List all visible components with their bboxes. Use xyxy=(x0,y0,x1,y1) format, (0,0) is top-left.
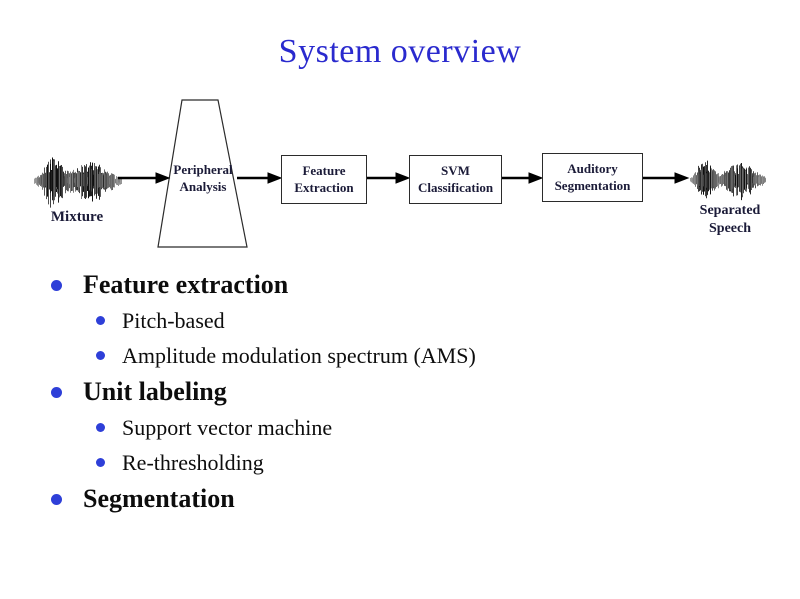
page-title: System overview xyxy=(278,33,522,70)
auditory-segmentation-box: Auditory Segmentation xyxy=(542,153,643,202)
separated-speech-waveform-icon xyxy=(690,160,766,201)
bullet-list: Feature extraction Pitch-based Amplitude… xyxy=(0,266,780,517)
list-item: Amplitude modulation spectrum (AMS) xyxy=(0,338,780,373)
mixture-label: Mixture xyxy=(50,209,104,225)
arrow-peripheral-to-feature xyxy=(237,172,283,184)
bullet-label: Support vector machine xyxy=(122,415,333,440)
flow-arrows xyxy=(118,172,690,184)
bullet-label: Amplitude modulation spectrum (AMS) xyxy=(122,343,476,368)
peripheral-analysis-trapezoid xyxy=(157,99,248,248)
bullet-icon xyxy=(51,387,62,398)
mixture-waveform-icon xyxy=(34,157,122,208)
list-item: Support vector machine xyxy=(0,410,780,445)
svm-classification-box: SVM Classification xyxy=(409,155,502,204)
bullet-label: Re-thresholding xyxy=(122,450,264,475)
system-flow-diagram: Peripheral Analysis Feature Extraction S… xyxy=(0,90,800,255)
bullet-icon xyxy=(51,494,62,505)
bullet-icon xyxy=(51,280,62,291)
feature-extraction-box: Feature Extraction xyxy=(281,155,367,204)
bullet-icon xyxy=(96,458,105,467)
arrow-auditory-to-output xyxy=(641,172,690,184)
bullet-label: Unit labeling xyxy=(83,377,227,406)
list-item: Re-thresholding xyxy=(0,445,780,480)
arrow-feature-to-svm xyxy=(365,172,411,184)
bullet-icon xyxy=(96,423,105,432)
list-item: Segmentation xyxy=(0,480,780,517)
bullet-label: Segmentation xyxy=(83,484,235,513)
bullet-label: Feature extraction xyxy=(83,270,289,299)
separated-speech-label: Separated Speech xyxy=(699,203,761,237)
list-item: Pitch-based xyxy=(0,303,780,338)
bullet-icon xyxy=(96,351,105,360)
diagram-shapes xyxy=(34,99,766,248)
peripheral-analysis-label: Peripheral Analysis xyxy=(173,162,233,194)
list-item: Feature extraction xyxy=(0,266,780,303)
bullet-icon xyxy=(96,316,105,325)
bullet-label: Pitch-based xyxy=(122,308,225,333)
list-item: Unit labeling xyxy=(0,373,780,410)
arrow-mixture-to-peripheral xyxy=(118,172,171,184)
arrow-svm-to-auditory xyxy=(500,172,544,184)
